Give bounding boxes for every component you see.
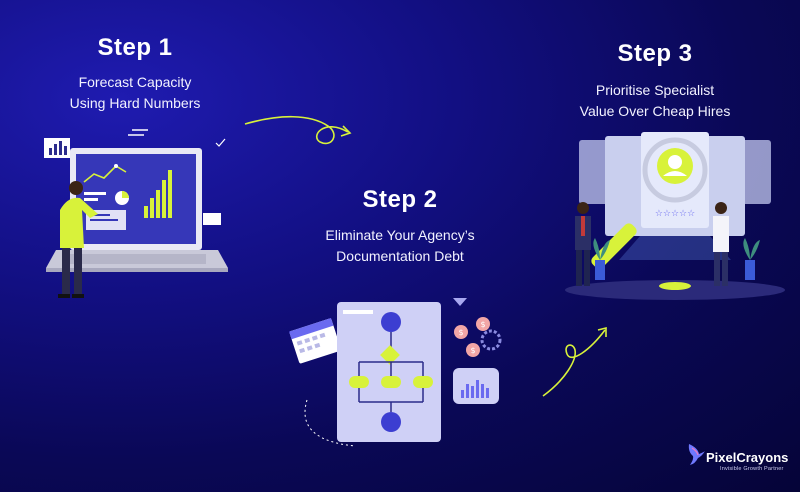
step-3-desc-line1: Prioritise Specialist xyxy=(595,82,715,98)
step-2-title: Step 2 xyxy=(362,186,438,213)
svg-text:☆☆☆☆☆: ☆☆☆☆☆ xyxy=(655,209,695,219)
brand-tagline: Invisible Growth Partner xyxy=(720,466,784,472)
step-1-desc-line2: Using Hard Numbers xyxy=(69,95,201,111)
brand-name: PixelCrayons xyxy=(706,450,789,465)
specialist-hiring-illustration: ☆☆☆☆☆ xyxy=(565,132,785,300)
svg-text:$: $ xyxy=(470,346,475,355)
step-3-desc-line2: Value Over Cheap Hires xyxy=(579,103,731,119)
svg-text:$: $ xyxy=(480,320,485,329)
step-1-title: Step 1 xyxy=(97,34,173,61)
magnifier-icon xyxy=(642,137,708,203)
arrow-step1-to-step2-icon xyxy=(244,115,352,145)
hummingbird-icon xyxy=(688,444,705,465)
dollar-coin-icon xyxy=(454,325,468,339)
step-1-desc-line1: Forecast Capacity xyxy=(78,74,192,90)
documentation-flowchart-illustration: $ $ $ xyxy=(289,298,502,447)
brand-logo: PixelCrayons Invisible Growth Partner xyxy=(686,442,796,476)
svg-text:$: $ xyxy=(458,328,463,337)
capacity-forecast-illustration xyxy=(44,129,228,298)
step-3-title: Step 3 xyxy=(617,40,693,67)
gear-icon xyxy=(480,329,502,351)
calendar-icon xyxy=(289,317,341,364)
step-2-desc-line2: Documentation Debt xyxy=(336,248,464,264)
arrow-step2-to-step3-icon xyxy=(542,326,607,397)
step-2-desc-line1: Eliminate Your Agency’s xyxy=(325,227,475,243)
